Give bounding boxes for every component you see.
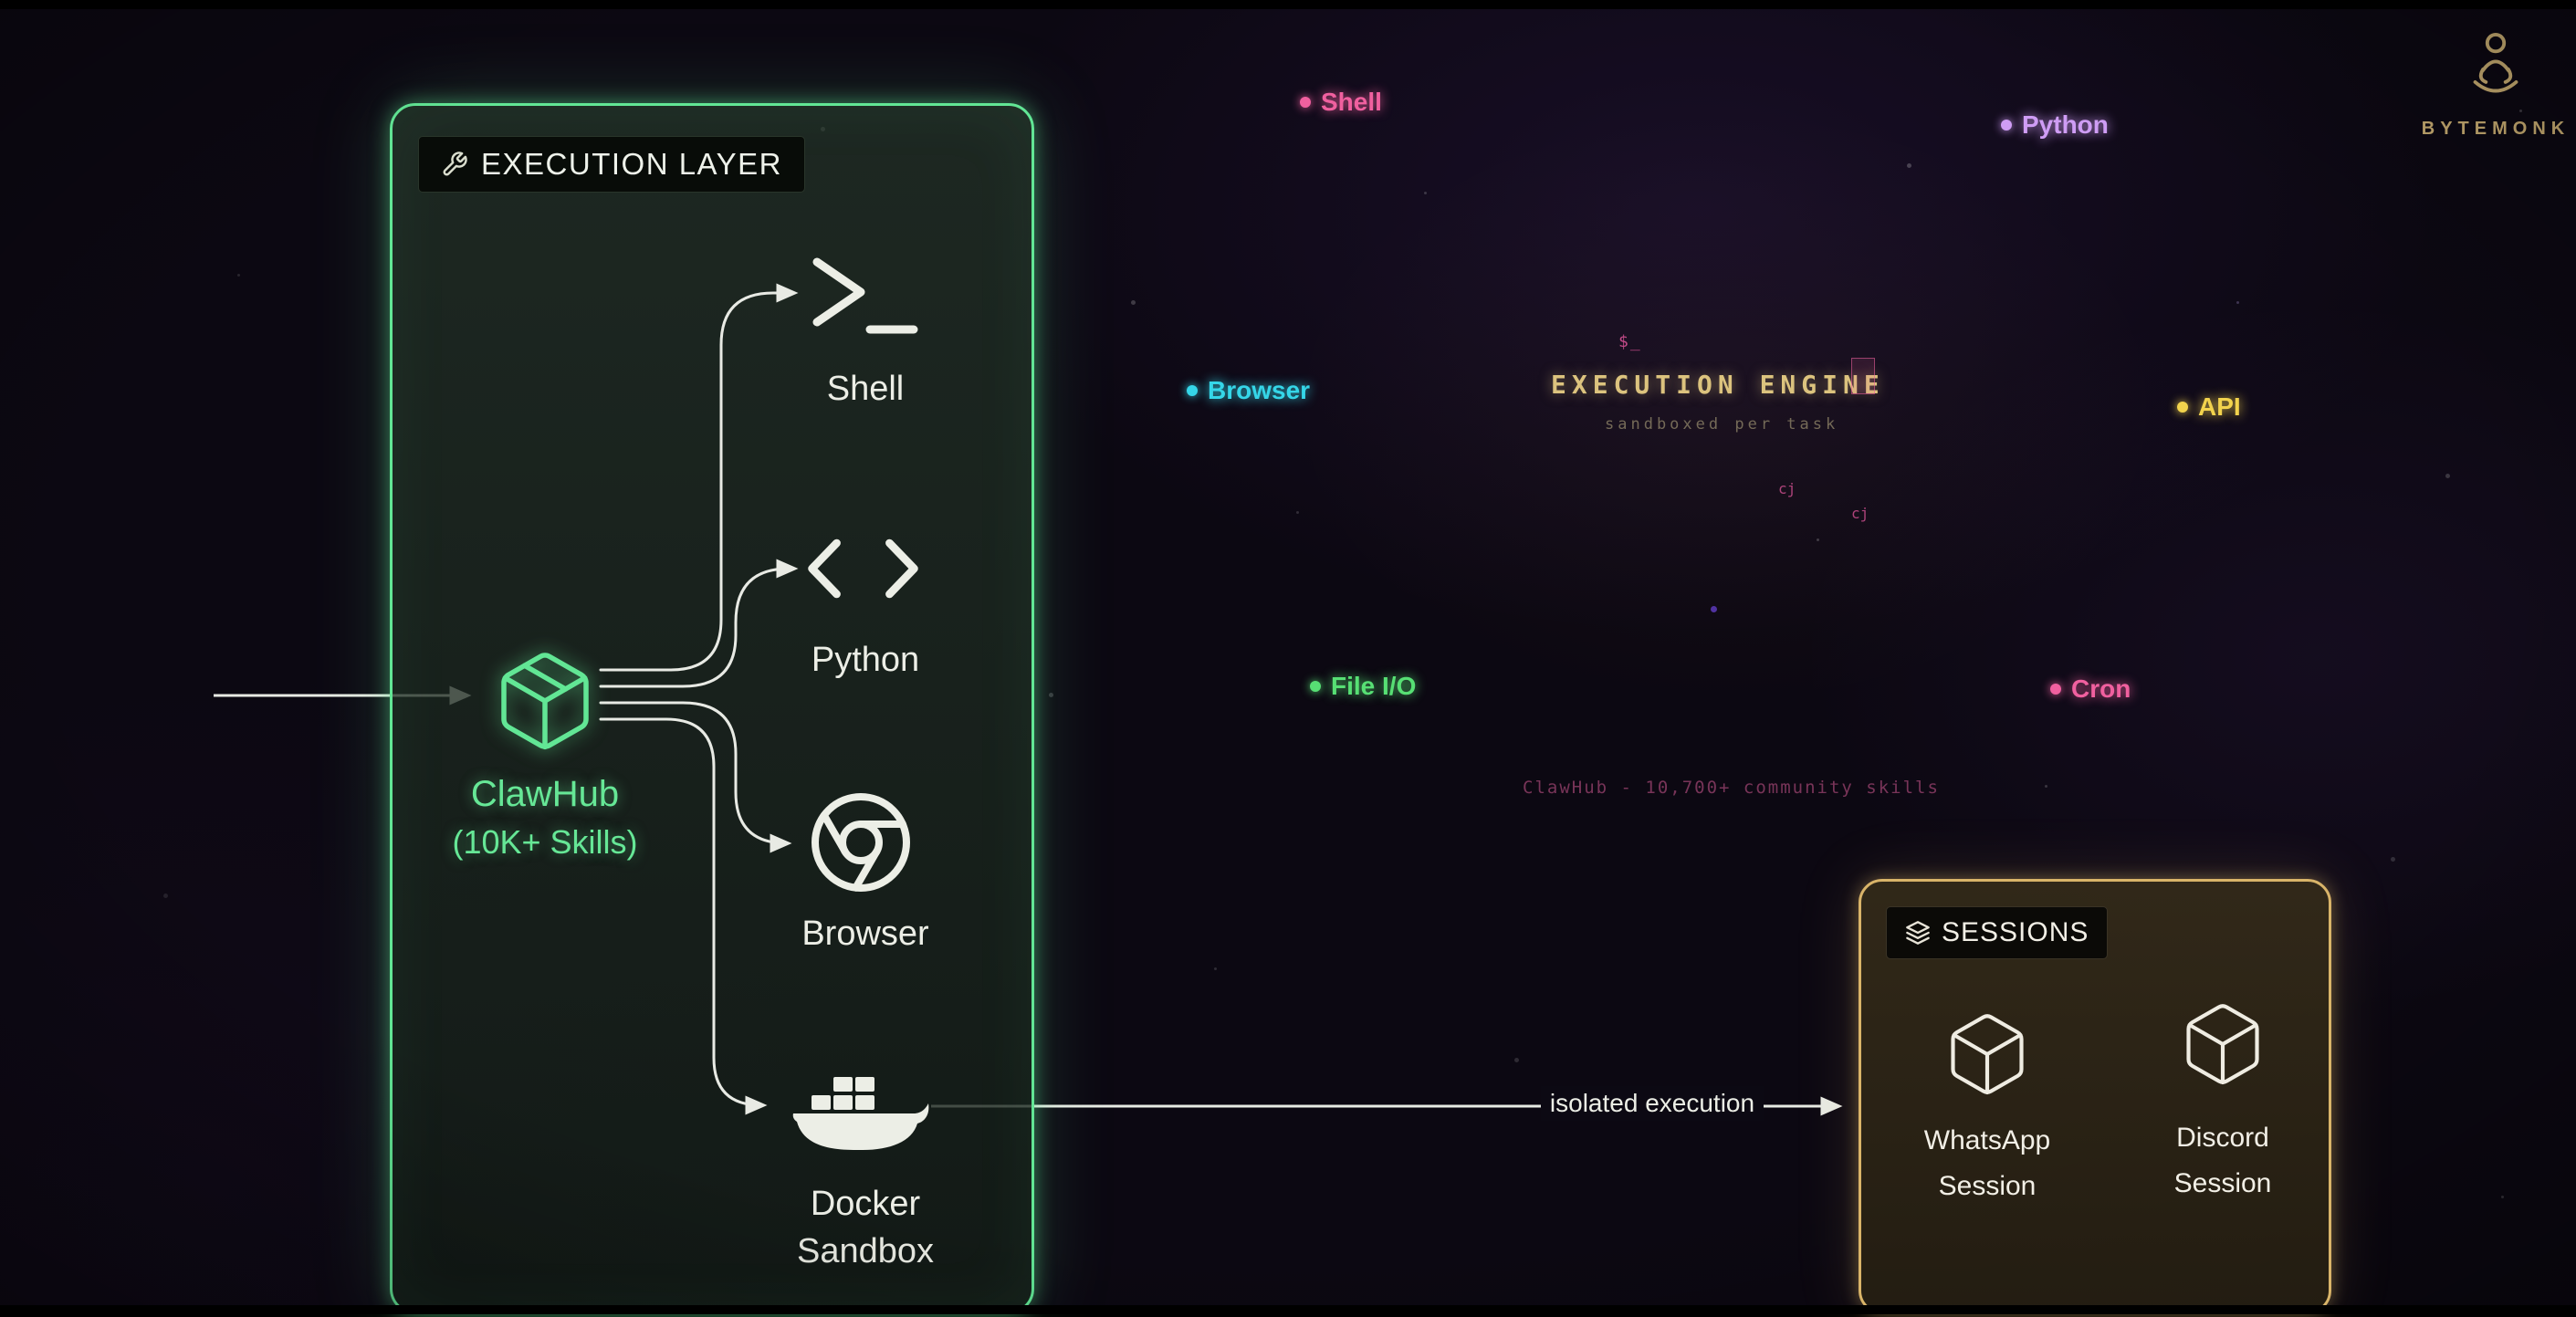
engine-subtitle: sandboxed per task bbox=[1605, 415, 1839, 434]
node-file-io-label: File I/O bbox=[1331, 672, 1417, 700]
node-dot-icon bbox=[1310, 681, 1321, 692]
clawhub-skills-label: (10K+ Skills) bbox=[452, 823, 638, 861]
node-python: Python bbox=[2001, 110, 2109, 140]
letterbox-top bbox=[0, 0, 2576, 9]
engine-fragment-1: cj bbox=[1778, 480, 1796, 497]
meditating-monk-icon bbox=[2473, 32, 2518, 93]
code-brackets-icon bbox=[808, 538, 918, 599]
docker-label-line2: Sandbox bbox=[796, 1232, 934, 1270]
node-cron: Cron bbox=[2050, 674, 2131, 704]
branch-connectors bbox=[599, 283, 799, 1115]
whatsapp-session-label: WhatsApp Session bbox=[1891, 1118, 2083, 1209]
sessions-panel: SESSIONS WhatsApp Session Discord Sessio… bbox=[1859, 879, 2331, 1314]
execution-engine-title: EXECUTION ENGINE bbox=[1551, 370, 1885, 400]
node-dot-icon bbox=[2050, 684, 2061, 695]
whatsapp-label-line1: WhatsApp bbox=[1923, 1125, 2051, 1155]
chrome-browser-icon bbox=[812, 793, 910, 892]
docker-target-label: Docker Sandbox bbox=[765, 1180, 966, 1275]
clawhub-skills-note: ClawHub - 10,700+ community skills bbox=[1523, 778, 1940, 798]
browser-target-label: Browser bbox=[801, 915, 929, 953]
node-shell: Shell bbox=[1300, 88, 1382, 117]
node-api-label: API bbox=[2198, 392, 2241, 421]
engine-prompt-glyph: $_ bbox=[1618, 332, 1642, 351]
cursor-artifact bbox=[1851, 358, 1875, 394]
node-shell-label: Shell bbox=[1321, 88, 1382, 116]
engine-fragment-2: cj bbox=[1851, 505, 1869, 522]
node-dot-icon bbox=[1300, 97, 1311, 108]
node-file-io: File I/O bbox=[1310, 672, 1416, 701]
node-python-label: Python bbox=[2022, 110, 2109, 139]
letterbox-bottom bbox=[0, 1305, 2576, 1314]
node-cron-label: Cron bbox=[2071, 674, 2131, 703]
docker-label-line1: Docker bbox=[810, 1185, 921, 1223]
terminal-icon bbox=[812, 257, 918, 334]
sessions-header: SESSIONS bbox=[1886, 906, 2109, 959]
isolated-execution-label: isolated execution bbox=[1541, 1086, 1764, 1121]
python-target-label: Python bbox=[811, 641, 920, 679]
brand-logo: BYTEMONK bbox=[2417, 27, 2574, 140]
discord-label-line2: Session bbox=[2173, 1168, 2272, 1198]
node-api: API bbox=[2177, 392, 2241, 422]
node-browser: Browser bbox=[1187, 376, 1310, 405]
discord-label-line1: Discord bbox=[2176, 1123, 2269, 1153]
clawhub-package-icon bbox=[501, 653, 589, 750]
discord-session-label: Discord Session bbox=[2127, 1115, 2319, 1207]
whatsapp-session-cube-icon bbox=[1951, 1014, 2024, 1095]
branch-shell bbox=[599, 283, 799, 672]
node-browser-label: Browser bbox=[1208, 376, 1311, 404]
whatsapp-label-line2: Session bbox=[1938, 1171, 2037, 1201]
brand-name: BYTEMONK bbox=[2421, 119, 2571, 139]
shell-target-label: Shell bbox=[826, 370, 905, 408]
layers-icon bbox=[1906, 921, 1930, 945]
sessions-title: SESSIONS bbox=[1942, 917, 2089, 947]
docker-whale-icon bbox=[792, 1077, 929, 1150]
node-dot-icon bbox=[2177, 402, 2188, 413]
execution-layer-panel: EXECUTION LAYER ClawHub (10K+ Skills) Sh… bbox=[390, 103, 1034, 1314]
clawhub-label: ClawHub bbox=[470, 774, 620, 814]
node-dot-icon bbox=[1187, 385, 1198, 396]
node-dot-icon bbox=[2001, 120, 2012, 131]
discord-session-cube-icon bbox=[2186, 1004, 2259, 1085]
